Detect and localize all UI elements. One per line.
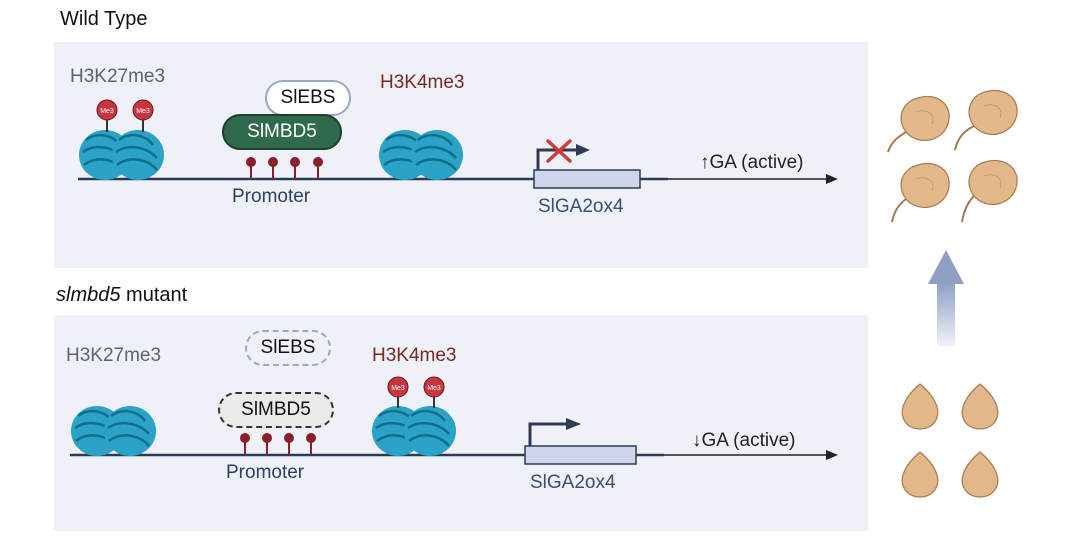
mut-gene-label: SlGA2ox4 [530, 472, 616, 493]
wt-slmbd5-protein: SlMBD5 [222, 114, 342, 150]
mutant-title-rest: mutant [120, 284, 188, 306]
mutant-title: slmbd5 mutant [56, 284, 187, 307]
mut-slmbd5-protein: SlMBD5 [218, 392, 334, 428]
wt-nucleosome-right-2 [411, 130, 463, 180]
wt-tss-arrow [536, 148, 578, 170]
germinated-seed-4 [961, 159, 1018, 223]
seed-4 [961, 451, 999, 498]
wt-ga-up-arrow: ↑ [700, 152, 710, 173]
wt-ga-text: GA (active) [709, 152, 804, 173]
mutant-panel [54, 315, 868, 531]
mut-h3k4me3-label: H3K4me3 [372, 345, 457, 366]
mutant-title-gene: slmbd5 [56, 284, 121, 306]
mut-slebs-protein: SlEBS [245, 330, 331, 366]
mut-methyl-badge-1 [387, 376, 409, 398]
wt-slebs-protein: SlEBS [265, 80, 351, 116]
mut-ga-down-arrow: ↓ [692, 430, 702, 451]
mut-promoter-label: Promoter [226, 462, 305, 483]
mut-nucleosome-left-2 [104, 406, 156, 456]
wt-nucleosome-left-2 [112, 130, 164, 180]
mut-h3k27me3-label: H3K27me3 [66, 345, 162, 366]
seed-1 [901, 383, 939, 430]
mut-tss-arrow [528, 422, 568, 446]
wt-gene-label: SlGA2ox4 [538, 196, 624, 217]
germinated-seed-3 [891, 162, 950, 223]
mut-nucleosome-right-2 [404, 406, 456, 456]
wt-repression-cross [546, 139, 572, 163]
wt-methyl-badge-2 [132, 99, 154, 121]
germinated-seed-2 [954, 89, 1018, 151]
wt-h3k4me3-label: H3K4me3 [380, 72, 465, 93]
wt-cpg-sites [246, 157, 323, 179]
seed-2 [961, 383, 999, 430]
mut-methyl-label-2: Me3 [427, 385, 441, 392]
mut-gene-box [524, 445, 637, 465]
wt-ga-label: ↑GA (active) [700, 152, 803, 174]
wt-gene-box [533, 169, 641, 189]
wt-h3k27me3-label: H3K27me3 [70, 66, 166, 87]
seed-3 [901, 451, 939, 498]
mut-methyl-badge-2 [423, 376, 445, 398]
wt-methyl-label-2: Me3 [136, 108, 150, 115]
germinated-seed-1 [887, 95, 950, 153]
mut-ga-label: ↓GA (active) [692, 430, 795, 452]
mut-cpg-sites [240, 433, 316, 455]
wt-methyl-label-1: Me3 [100, 108, 114, 115]
wt-promoter-label: Promoter [232, 186, 311, 207]
mut-methyl-label-1: Me3 [391, 385, 405, 392]
mut-ga-text: GA (active) [701, 430, 796, 451]
wild-type-title: Wild Type [60, 8, 148, 30]
germination-up-arrow [928, 250, 964, 346]
wt-methyl-badge-1 [96, 99, 118, 121]
